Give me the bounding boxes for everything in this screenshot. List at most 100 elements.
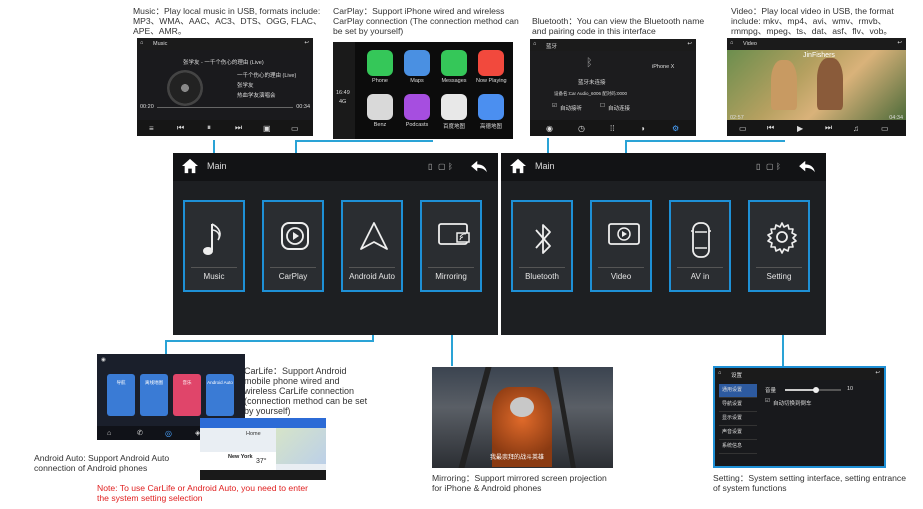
play-icon[interactable]: ▶ <box>797 124 804 133</box>
app-card-label: 导航 <box>116 380 126 385</box>
home-icon[interactable]: ⌂ <box>107 430 112 437</box>
video-time-end: 04:34 <box>889 115 903 121</box>
launcher-icon[interactable]: ◎ <box>165 429 172 438</box>
app-card[interactable]: 音乐 <box>173 374 201 416</box>
app-label: Messages <box>441 78 467 84</box>
app-icon <box>404 50 430 76</box>
carplay-app[interactable]: Now Playing <box>476 50 507 84</box>
carplay-app[interactable]: Podcasts <box>402 94 432 128</box>
folder-icon[interactable]: ▭ <box>291 124 299 133</box>
tile-setting[interactable]: Setting <box>748 200 810 292</box>
carlife-screen: Home New York 37° <box>200 418 326 480</box>
bluetooth-icon: ᛒ <box>586 57 593 69</box>
app-card-label: Android Auto <box>207 380 233 385</box>
phone-icon[interactable]: ✆ <box>137 430 143 437</box>
setting-menu-item[interactable]: 显示设置 <box>719 412 757 426</box>
bluetooth-status: 蓝牙未连接 <box>578 80 606 86</box>
music-icon[interactable]: ◑ <box>640 124 645 133</box>
music-note-icon <box>203 223 221 255</box>
app-icon <box>441 94 467 120</box>
music-artist: 张学友 <box>237 83 254 89</box>
paired-phone[interactable]: iPhone X <box>652 64 675 70</box>
map-title: Home <box>246 431 261 437</box>
home-icon[interactable]: ⌂ <box>730 40 734 46</box>
note-caption: Note: To use CarLife or Android Auto, yo… <box>97 483 309 503</box>
map-icon[interactable]: ◈ <box>195 430 201 437</box>
volume-slider[interactable] <box>785 387 841 393</box>
tile-carplay[interactable]: CarPlay <box>262 200 324 292</box>
back-icon[interactable] <box>469 160 489 174</box>
back-icon[interactable] <box>797 160 817 174</box>
list-icon[interactable]: ≡ <box>149 124 154 133</box>
tile-av-in[interactable]: AV in <box>669 200 731 292</box>
carlife-caption: CarLife：Support Android mobile phone wir… <box>244 366 368 416</box>
music-note-icon[interactable]: ♫ <box>853 124 859 133</box>
pause-icon[interactable]: ⏸ <box>207 123 211 132</box>
call-log-icon[interactable]: ◷ <box>578 124 585 133</box>
setting-menu-item[interactable]: 声音设置 <box>719 426 757 440</box>
bluetooth-status-icon: ᛒ <box>776 162 781 171</box>
dialpad-icon[interactable]: ⁞⁞ <box>610 124 615 133</box>
tile-bluetooth[interactable]: Bluetooth <box>511 200 573 292</box>
aspect-icon[interactable]: ▭ <box>739 124 747 133</box>
music-caption: Music：Play local music in USB, formats i… <box>133 6 322 36</box>
video-screen: ⌂ Video ↩ JinFishers 02:57 04:34 ▭ ⏮ ▶ ⏭… <box>727 38 906 136</box>
setting-menu-item[interactable]: 导航设置 <box>719 398 757 412</box>
settings-icon[interactable]: ⚙ <box>672 124 680 133</box>
main-panel-right: Main ▯ ▢ ᛒ Bluetooth Video AV in Setting <box>501 153 826 335</box>
carplay-app[interactable]: Maps <box>402 50 432 84</box>
app-label: 高德地图 <box>479 124 502 130</box>
carplay-app[interactable]: Phone <box>365 50 395 84</box>
carplay-app[interactable]: Messages <box>439 50 469 84</box>
app-label: Podcasts <box>405 122 429 128</box>
home-icon[interactable]: ⌂ <box>718 370 722 376</box>
app-card-label: 离线地图 <box>145 380 163 385</box>
bt-icon[interactable]: ◉ <box>546 124 553 133</box>
tile-mirroring[interactable]: Mirroring <box>420 200 482 292</box>
android-auto-caption: Android Auto: Support Android Auto conne… <box>34 453 170 473</box>
music-album: 热血学友演唱会 <box>237 93 276 99</box>
usb-icon: ▯ <box>756 162 761 171</box>
back-icon[interactable]: ↩ <box>875 370 880 376</box>
prev-icon[interactable]: ⏮ <box>177 123 185 132</box>
setting-menu-item[interactable]: 系统信息 <box>719 440 757 454</box>
app-label: 百度地图 <box>442 124 465 130</box>
folder-icon[interactable]: ▭ <box>881 124 889 133</box>
back-icon[interactable]: ↩ <box>687 41 692 47</box>
tile-music[interactable]: Music <box>183 200 245 292</box>
prev-icon[interactable]: ⏮ <box>767 123 775 132</box>
next-icon[interactable]: ⏭ <box>235 123 243 132</box>
carplay-app[interactable]: Benz <box>365 94 395 128</box>
tile-label: Mirroring <box>435 272 467 281</box>
back-icon[interactable]: ↩ <box>897 40 902 46</box>
back-icon[interactable]: ↩ <box>304 40 309 46</box>
auto-answer-label: 自动接听 <box>560 106 583 112</box>
music-progress[interactable] <box>157 107 293 108</box>
auto-connect-checkbox[interactable]: ☐ <box>600 103 605 109</box>
app-card[interactable]: 离线地图 <box>140 374 168 416</box>
carplay-app[interactable]: 百度地图 <box>439 94 469 130</box>
app-card[interactable]: 导航 <box>107 374 135 416</box>
sd-icon: ▢ <box>766 162 774 171</box>
mic-icon[interactable]: ◉ <box>101 357 106 363</box>
next-icon[interactable]: ⏭ <box>825 123 833 132</box>
tile-label: Music <box>203 272 225 281</box>
repeat-icon[interactable]: ▣ <box>263 124 271 133</box>
auto-answer-checkbox[interactable]: ☑ <box>552 103 557 109</box>
home-icon[interactable] <box>181 158 199 174</box>
carplay-app[interactable]: 高德地图 <box>476 94 506 130</box>
home-icon[interactable]: ⌂ <box>140 40 144 46</box>
setting-menu-item[interactable]: 通用设置 <box>719 384 757 398</box>
app-label: Benz <box>373 122 387 128</box>
home-icon[interactable]: ⌂ <box>533 41 537 47</box>
page-title: Main <box>535 161 555 171</box>
checkbox-icon[interactable]: ☑ <box>765 398 770 404</box>
video-subtitle: 我最崇拜的战斗英雄 <box>490 455 545 461</box>
mirroring-icon <box>438 223 470 245</box>
video-screen-title: Video <box>743 41 757 47</box>
tile-android-auto[interactable]: Android Auto <box>341 200 403 292</box>
tile-video[interactable]: Video <box>590 200 652 292</box>
app-card[interactable]: Android Auto <box>206 374 234 416</box>
home-icon[interactable] <box>509 158 527 174</box>
